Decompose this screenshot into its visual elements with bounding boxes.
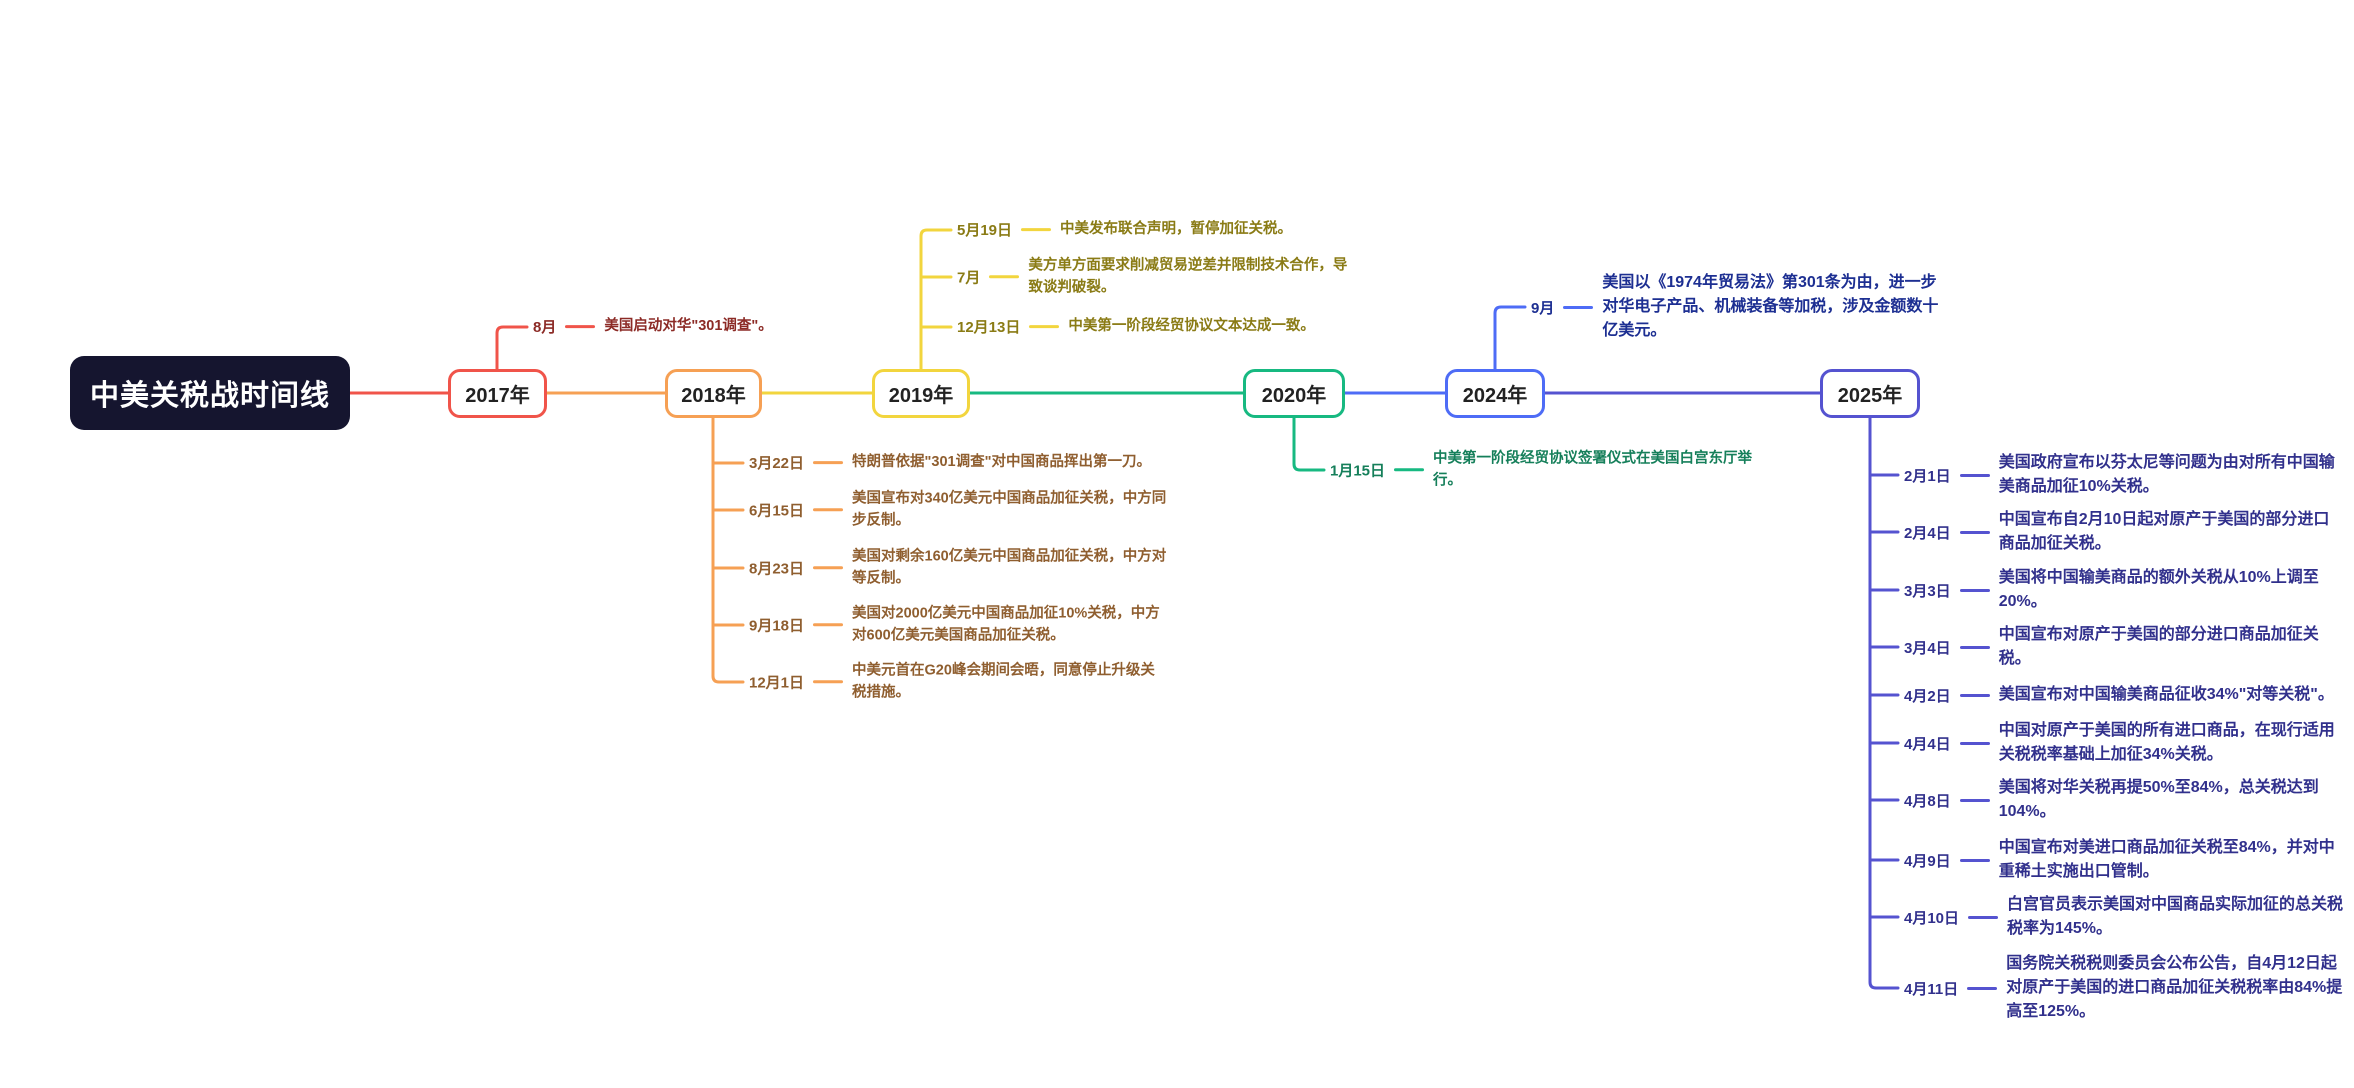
event-dash-line	[1959, 473, 1990, 477]
event-desc-node[interactable]: 中美元首在G20峰会期间会晤，同意停止升级关税措施。	[852, 662, 1155, 700]
event-date-node[interactable]: 9月	[1531, 299, 1555, 317]
event-item[interactable]: 3月4日 中国宣布对原产于美国的部分进口商品加征关税。	[1904, 623, 2343, 671]
year-label: 2025年	[1837, 385, 1903, 407]
event-dash-line	[1029, 325, 1060, 329]
event-date-node[interactable]: 8月23日	[749, 560, 805, 578]
year-node-2020[interactable]: 2020年	[1243, 369, 1345, 418]
event-dash-line	[565, 325, 596, 329]
event-desc-node[interactable]: 美国对剩余160亿美元中国商品加征关税，中方对等反制。	[852, 548, 1167, 586]
year-label: 2020年	[1261, 385, 1327, 407]
event-date-node[interactable]: 4月2日	[1904, 687, 1951, 705]
event-dash-line	[1563, 305, 1594, 309]
event-desc-node[interactable]: 美国启动对华"301调查"。	[604, 318, 773, 335]
year-node-2019[interactable]: 2019年	[872, 369, 970, 418]
event-item[interactable]: 3月3日 美国将中国输美商品的额外关税从10%上调至20%。	[1904, 566, 2343, 614]
event-desc-node[interactable]: 中国宣布对原产于美国的部分进口商品加征关税。	[1998, 626, 2319, 667]
event-date-node[interactable]: 8月	[533, 319, 557, 337]
event-date-node[interactable]: 4月9日	[1904, 852, 1951, 870]
event-desc-node[interactable]: 特朗普依据"301调查"对中国商品挥出第一刀。	[852, 454, 1151, 471]
event-dash-line	[1959, 858, 1990, 862]
event-dash-line	[813, 623, 844, 627]
event-item[interactable]: 8月23日 美国对剩余160亿美元中国商品加征关税，中方对等反制。	[749, 546, 1168, 590]
event-desc-node[interactable]: 白宫官员表示美国对中国商品实际加征的总关税税率为145%。	[2007, 896, 2344, 937]
year-node-2017[interactable]: 2017年	[448, 369, 547, 418]
root-title-label: 中美关税战时间线	[89, 380, 330, 412]
event-item[interactable]: 5月19日 中美发布联合声明，暂停加征关税。	[957, 219, 1292, 241]
event-dash-line	[813, 508, 844, 512]
event-dash-line	[1959, 588, 1990, 592]
event-desc-node[interactable]: 中美第一阶段经贸协议文本达成一致。	[1068, 318, 1315, 335]
year-label: 2018年	[681, 385, 746, 407]
event-dash-line	[989, 275, 1020, 279]
event-item[interactable]: 4月11日 国务院关税税则委员会公布公告，自4月12日起对原产于美国的进口商品加…	[1904, 952, 2350, 1024]
event-date-node[interactable]: 5月19日	[957, 222, 1013, 240]
event-date-node[interactable]: 4月11日	[1904, 980, 1959, 998]
event-item[interactable]: 6月15日 美国宣布对340亿美元中国商品加征关税，中方同步反制。	[749, 488, 1168, 532]
event-item[interactable]: 2月1日 美国政府宣布以芬太尼等问题为由对所有中国输美商品加征10%关税。	[1904, 451, 2343, 499]
event-date-node[interactable]: 6月15日	[749, 502, 805, 520]
event-desc-node[interactable]: 美国以《1974年贸易法》第301条为由，进一步对华电子产品、机械装备等加税，涉…	[1602, 274, 1939, 339]
event-desc-node[interactable]: 美国政府宣布以芬太尼等问题为由对所有中国输美商品加征10%关税。	[1998, 454, 2335, 495]
event-item[interactable]: 12月1日 中美元首在G20峰会期间会晤，同意停止升级关税措施。	[749, 660, 1168, 704]
event-dash-line	[1959, 530, 1990, 534]
event-item[interactable]: 4月4日 中国对原产于美国的所有进口商品，在现行适用关税税率基础上加征34%关税…	[1904, 719, 2343, 767]
event-date-node[interactable]: 12月1日	[749, 674, 805, 692]
event-dash-line	[1959, 645, 1990, 649]
event-item[interactable]: 4月2日 美国宣布对中国输美商品征收34%"对等关税"。	[1904, 683, 2334, 707]
event-date-node[interactable]: 9月18日	[749, 617, 805, 635]
root-node-title[interactable]: 中美关税战时间线	[70, 356, 350, 430]
event-date-node[interactable]: 4月8日	[1904, 792, 1951, 810]
event-item[interactable]: 7月 美方单方面要求削减贸易逆差并限制技术合作，导致谈判破裂。	[957, 255, 1350, 299]
year-node-2025[interactable]: 2025年	[1820, 369, 1920, 418]
event-desc-node[interactable]: 美国宣布对340亿美元中国商品加征关税，中方同步反制。	[852, 490, 1167, 528]
event-item[interactable]: 1月15日 中美第一阶段经贸协议签署仪式在美国白宫东厅举行。	[1330, 448, 1755, 492]
event-item[interactable]: 4月8日 美国将对华关税再提50%至84%，总关税达到104%。	[1904, 776, 2343, 824]
year-label: 2024年	[1462, 385, 1528, 407]
event-date-node[interactable]: 12月13日	[957, 319, 1021, 337]
event-dash-line	[813, 566, 844, 570]
event-dash-line	[1959, 693, 1990, 697]
event-dash-line	[813, 461, 844, 465]
event-dash-line	[1021, 228, 1052, 232]
event-dash-line	[1959, 798, 1990, 802]
event-date-node[interactable]: 1月15日	[1330, 462, 1386, 480]
event-desc-node[interactable]: 美国宣布对中国输美商品征收34%"对等关税"。	[1998, 686, 2334, 703]
event-item[interactable]: 2月4日 中国宣布自2月10日起对原产于美国的部分进口商品加征关税。	[1904, 508, 2343, 556]
event-item[interactable]: 4月9日 中国宣布对美进口商品加征关税至84%，并对中重稀土实施出口管制。	[1904, 836, 2343, 884]
event-item[interactable]: 8月 美国启动对华"301调查"。	[533, 316, 773, 338]
event-desc-node[interactable]: 中国宣布自2月10日起对原产于美国的部分进口商品加征关税。	[1998, 511, 2330, 552]
event-desc-node[interactable]: 美国将中国输美商品的额外关税从10%上调至20%。	[1998, 569, 2319, 610]
year-label: 2017年	[465, 385, 530, 407]
event-desc-node[interactable]: 中国对原产于美国的所有进口商品，在现行适用关税税率基础上加征34%关税。	[1998, 722, 2335, 763]
event-date-node[interactable]: 2月4日	[1904, 524, 1951, 542]
event-desc-node[interactable]: 美国将对华关税再提50%至84%，总关税达到104%。	[1998, 779, 2319, 820]
event-desc-node[interactable]: 美方单方面要求削减贸易逆差并限制技术合作，导致谈判破裂。	[1028, 257, 1348, 295]
event-date-node[interactable]: 3月3日	[1904, 582, 1951, 600]
event-date-node[interactable]: 7月	[957, 269, 981, 287]
event-desc-node[interactable]: 中国宣布对美进口商品加征关税至84%，并对中重稀土实施出口管制。	[1998, 839, 2335, 880]
event-dash-line	[1394, 468, 1425, 472]
event-item[interactable]: 12月13日 中美第一阶段经贸协议文本达成一致。	[957, 316, 1315, 338]
event-item[interactable]: 9月18日 美国对2000亿美元中国商品加征10%关税，中方对600亿美元美国商…	[749, 603, 1168, 647]
event-date-node[interactable]: 4月4日	[1904, 735, 1951, 753]
year-label: 2019年	[888, 385, 954, 407]
event-date-node[interactable]: 4月10日	[1904, 909, 1960, 927]
event-desc-node[interactable]: 中美发布联合声明，暂停加征关税。	[1060, 221, 1293, 238]
year-node-2018[interactable]: 2018年	[665, 369, 762, 418]
event-item[interactable]: 9月 美国以《1974年贸易法》第301条为由，进一步对华电子产品、机械装备等加…	[1531, 271, 1946, 343]
event-dash-line	[1967, 986, 1998, 990]
event-dash-line	[1959, 741, 1990, 745]
event-desc-node[interactable]: 中美第一阶段经贸协议签署仪式在美国白宫东厅举行。	[1433, 450, 1753, 488]
event-date-node[interactable]: 2月1日	[1904, 467, 1951, 485]
event-desc-node[interactable]: 美国对2000亿美元中国商品加征10%关税，中方对600亿美元美国商品加征关税。	[852, 605, 1160, 643]
event-dash-line	[813, 680, 844, 684]
event-date-node[interactable]: 3月22日	[749, 455, 805, 473]
year-node-2024[interactable]: 2024年	[1445, 369, 1545, 418]
event-item[interactable]: 4月10日 白宫官员表示美国对中国商品实际加征的总关税税率为145%。	[1904, 893, 2351, 941]
event-dash-line	[1968, 915, 1999, 919]
event-item[interactable]: 3月22日 特朗普依据"301调查"对中国商品挥出第一刀。	[749, 452, 1151, 474]
event-date-node[interactable]: 3月4日	[1904, 639, 1951, 657]
event-desc-node[interactable]: 国务院关税税则委员会公布公告，自4月12日起对原产于美国的进口商品加征关税税率由…	[2006, 955, 2343, 1020]
